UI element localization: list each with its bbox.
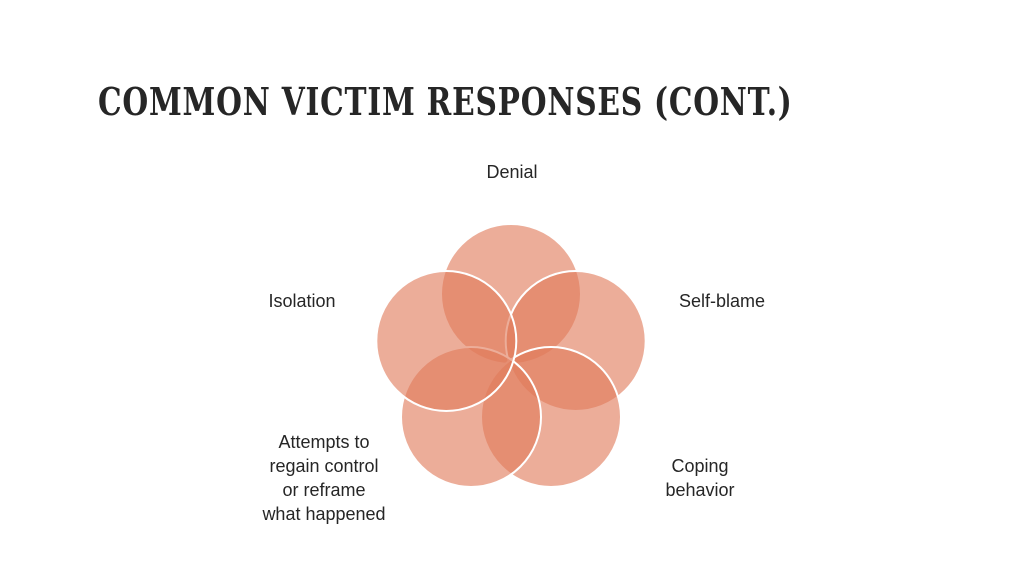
label-attempts-to-regain-control: Attempts to regain control or reframe wh… (262, 432, 386, 524)
label-denial: Denial (486, 162, 538, 182)
venn-petal-isolation (375, 270, 518, 412)
label-self-blame: Self-blame (678, 291, 766, 311)
venn-petals (375, 223, 647, 488)
slide-title: COMMON VICTIM RESPONSES (CONT.) (98, 79, 793, 124)
label-isolation: Isolation (268, 291, 336, 311)
label-coping-behavior: Coping behavior (665, 456, 735, 500)
